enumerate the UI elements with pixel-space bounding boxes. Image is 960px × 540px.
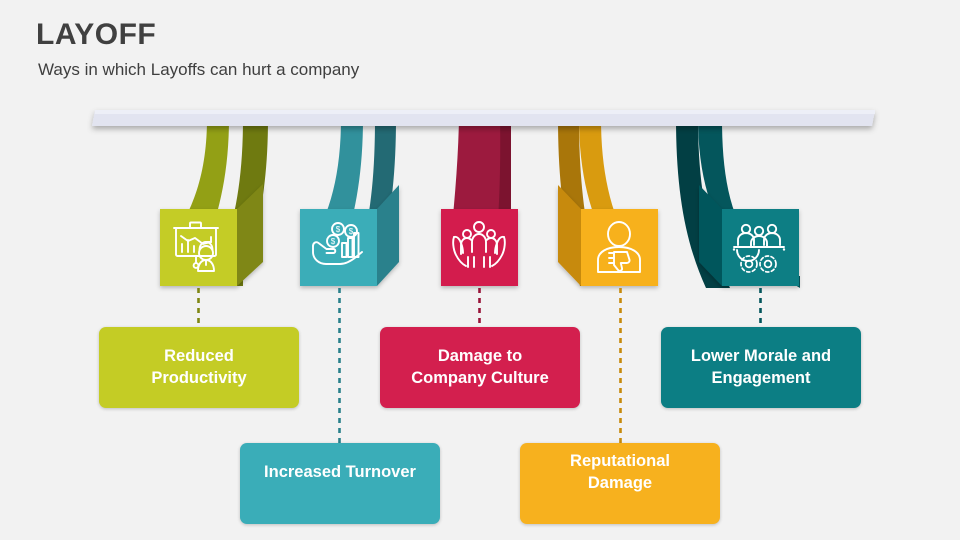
icon-cube-2[interactable] bbox=[300, 185, 399, 286]
svg-text:$: $ bbox=[349, 227, 354, 236]
svg-text:$: $ bbox=[336, 225, 341, 234]
connector-group bbox=[197, 288, 762, 443]
top-bar-highlight bbox=[95, 110, 875, 114]
page-title: LAYOFF bbox=[36, 18, 157, 51]
ribbon-5-front bbox=[698, 126, 800, 288]
label-box-increased-turnover[interactable]: Increased Turnover bbox=[240, 443, 440, 524]
person-thumbs-down-icon bbox=[597, 221, 641, 273]
label-text: Increased Turnover bbox=[264, 462, 416, 481]
page-subtitle: Ways in which Layoffs can hurt a company bbox=[38, 60, 360, 79]
icon-cube-3[interactable] bbox=[441, 209, 518, 286]
ribbon-1-side bbox=[210, 126, 268, 286]
hands-holding-people-icon bbox=[452, 221, 506, 268]
presentation-declining-chart-person-icon bbox=[173, 221, 219, 272]
svg-text:$: $ bbox=[331, 237, 336, 246]
hand-coins-bar-chart-icon: $ $ $ bbox=[312, 222, 363, 265]
team-gears-icon bbox=[732, 223, 786, 273]
ribbon-4-front bbox=[579, 126, 655, 286]
ribbon-2-side bbox=[350, 126, 396, 286]
